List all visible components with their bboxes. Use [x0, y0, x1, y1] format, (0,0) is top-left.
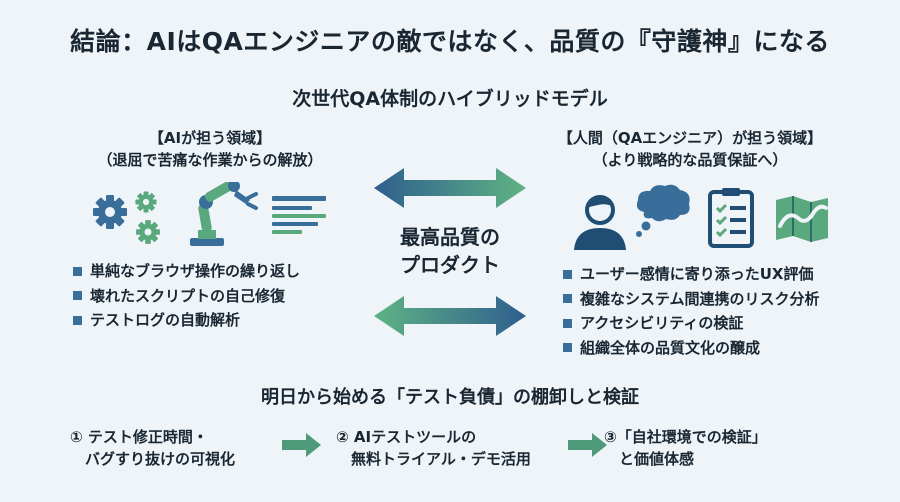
bullet-square-icon — [563, 294, 572, 304]
bullet-square-icon — [563, 318, 572, 328]
list-item: ユーザー感情に寄り添ったUX評価 — [563, 262, 820, 287]
gears-icon — [93, 191, 160, 244]
bullet-square-icon — [73, 291, 82, 301]
center-label: 最高品質の プロダクト — [360, 223, 540, 279]
center-label-line2: プロダクト — [400, 253, 500, 277]
human-domain-heading: 【人間（QAエンジニア）が担う領域】 （より戦略的な品質保証へ） — [520, 127, 860, 171]
robot-arm-icon — [190, 182, 258, 246]
page-title: 結論：AIはQAエンジニアの敵ではなく、品質の『守護神』になる — [70, 27, 830, 56]
bullet-square-icon — [73, 266, 82, 276]
ai-domain-heading-line1: 【AIが担う領域】 — [148, 129, 272, 147]
center-label-line1: 最高品質の — [400, 225, 500, 249]
page-subtitle: 次世代QA体制のハイブリッドモデル — [292, 88, 608, 110]
action-steps-heading: 明日から始める「テスト負債」の棚卸しと検証 — [261, 387, 639, 408]
list-item: 壊れたスクリプトの自己修復 — [73, 284, 300, 309]
list-item: アクセシビリティの検証 — [563, 311, 820, 336]
double-arrow-bottom — [374, 296, 526, 336]
double-arrow-top — [374, 168, 526, 208]
map-icon — [776, 196, 828, 242]
document-lines-icon — [272, 196, 326, 234]
human-domain-heading-line1: 【人間（QAエンジニア）が担う領域】 — [557, 129, 823, 147]
list-item: 単純なブラウザ操作の繰り返し — [73, 259, 300, 284]
bullet-square-icon — [563, 269, 572, 279]
bullet-square-icon — [563, 343, 572, 353]
thought-bubble-icon — [636, 184, 690, 237]
bullet-square-icon — [73, 315, 82, 325]
list-item: 複雑なシステム間連携のリスク分析 — [563, 287, 820, 312]
list-item: テストログの自動解析 — [73, 308, 300, 333]
step-3: ③「自社環境での検証」 と価値体感 — [604, 428, 767, 468]
arrow-right-icon — [282, 433, 321, 457]
ai-domain-heading-line2: （退屈で苦痛な作業からの解放） — [97, 151, 323, 169]
human-domain-list: ユーザー感情に寄り添ったUX評価 複雑なシステム間連携のリスク分析 アクセシビリ… — [563, 262, 820, 360]
ai-domain-heading: 【AIが担う領域】 （退屈で苦痛な作業からの解放） — [50, 127, 370, 171]
checklist-icon — [708, 188, 754, 248]
list-item: 組織全体の品質文化の醸成 — [563, 336, 820, 361]
step-1: ① テスト修正時間・ バグすり抜けの可視化 — [70, 428, 236, 468]
arrow-right-icon — [568, 433, 607, 457]
step-2: ② AIテストツールの 無料トライアル・デモ活用 — [336, 428, 531, 468]
ai-domain-list: 単純なブラウザ操作の繰り返し 壊れたスクリプトの自己修復 テストログの自動解析 — [73, 259, 300, 333]
person-icon — [574, 195, 626, 250]
human-domain-heading-line2: （より戦略的な品質保証へ） — [592, 151, 788, 169]
